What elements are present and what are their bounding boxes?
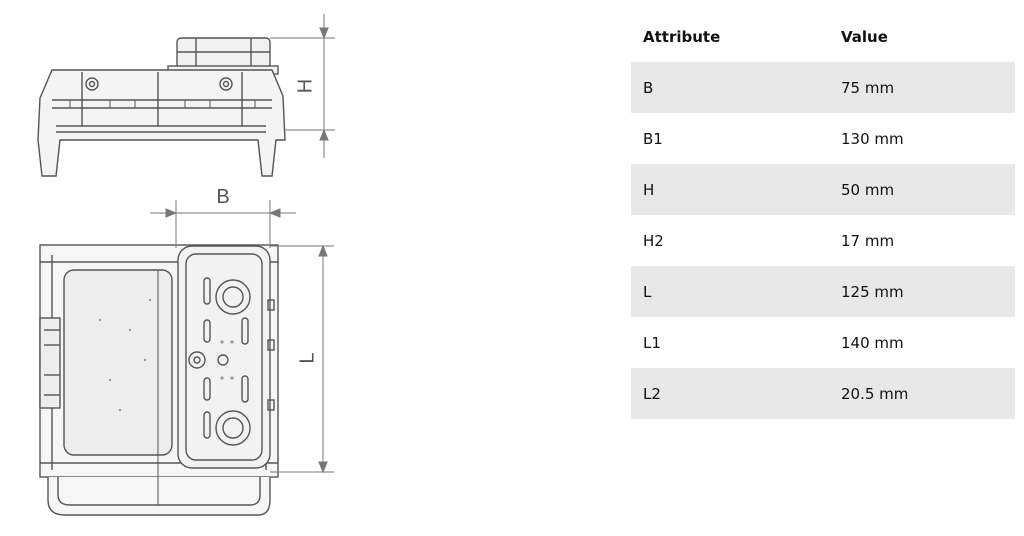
value-cell: 17 mm bbox=[829, 215, 1015, 266]
value-cell: 140 mm bbox=[829, 317, 1015, 368]
table-row: L1 140 mm bbox=[631, 317, 1015, 368]
table-row: H2 17 mm bbox=[631, 215, 1015, 266]
attribute-cell: L bbox=[631, 266, 829, 317]
table-row: B 75 mm bbox=[631, 62, 1015, 113]
attribute-cell: H2 bbox=[631, 215, 829, 266]
side-view bbox=[37, 37, 286, 177]
dimension-b-label: B bbox=[216, 186, 229, 208]
dimension-l-label: L bbox=[296, 352, 318, 363]
table-row: L 125 mm bbox=[631, 266, 1015, 317]
column-header-value: Value bbox=[841, 28, 888, 46]
value-cell: 50 mm bbox=[829, 164, 1015, 215]
attribute-cell: B bbox=[631, 62, 829, 113]
top-view bbox=[39, 244, 279, 516]
value-cell: 20.5 mm bbox=[829, 368, 1015, 419]
dimension-b bbox=[150, 200, 296, 248]
dimension-l bbox=[270, 244, 334, 474]
attribute-cell: L2 bbox=[631, 368, 829, 419]
table-header-row: Attribute Value bbox=[631, 12, 1015, 62]
technical-drawing: H B L bbox=[37, 14, 335, 516]
value-cell: 130 mm bbox=[829, 113, 1015, 164]
attribute-cell: L1 bbox=[631, 317, 829, 368]
table-row: H 50 mm bbox=[631, 164, 1015, 215]
dimension-h bbox=[270, 14, 335, 158]
value-cell: 75 mm bbox=[829, 62, 1015, 113]
dimension-h-label: H bbox=[294, 79, 316, 93]
column-header-attribute: Attribute bbox=[643, 28, 721, 46]
attribute-cell: H bbox=[631, 164, 829, 215]
attribute-cell: B1 bbox=[631, 113, 829, 164]
table-row: L2 20.5 mm bbox=[631, 368, 1015, 419]
spec-table: Attribute Value B 75 mm B1 130 mm H 50 m… bbox=[631, 12, 1015, 419]
value-cell: 125 mm bbox=[829, 266, 1015, 317]
table-row: B1 130 mm bbox=[631, 113, 1015, 164]
